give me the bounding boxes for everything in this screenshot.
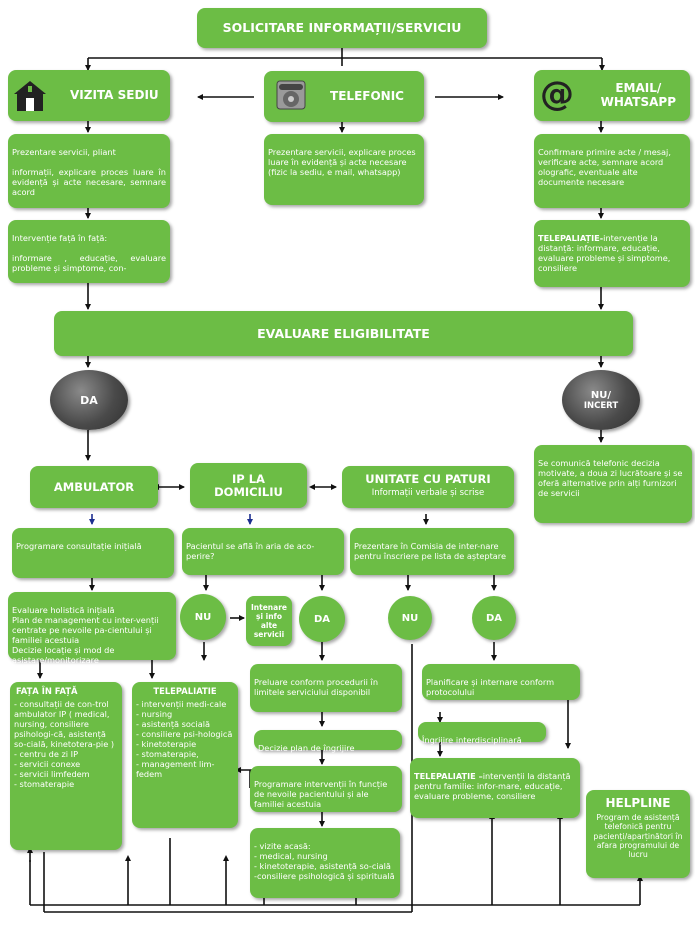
unit-no-label: NU [401, 612, 419, 624]
other-services-info-text: Intenare și info alte servicii [251, 603, 287, 639]
telephone-icon [276, 80, 306, 110]
home-visits-text: - vizite acasă: - medical, nursing - kin… [254, 841, 395, 881]
intake-procedure-text: Preluare conform procedurii în limitele … [254, 677, 379, 697]
initial-consultation-text: Programare consultație inițială [16, 541, 142, 551]
admission-commission-box: Prezentare în Comisia de inter-nare pent… [350, 528, 514, 575]
email-confirmation-box: Confirmare primire acte / mesaj, verific… [534, 134, 690, 208]
ambulatory-title: AMBULATOR [53, 479, 135, 494]
home-visits-box: - vizite acasă: - medical, nursing - kin… [250, 828, 400, 898]
unit-telepaliatie-text: intervenții la distanță pentru familie: … [414, 771, 571, 801]
eligibility-title: EVALUARE ELIGIBILITATE [257, 325, 430, 341]
intake-procedure-box: Preluare conform procedurii în limitele … [250, 664, 402, 712]
home-yes-circle: DA [299, 596, 345, 642]
inpatient-unit-box: UNITATE CU PATURI Informații verbale și … [342, 466, 514, 508]
visit-office-title: VIZITA SEDIU [70, 87, 159, 102]
inpatient-unit-title: UNITATE CU PATURI [365, 472, 491, 486]
ambulatory-telepaliatie-box: TELEPALIATIE - intervenții medi-cale - n… [132, 682, 238, 828]
phone-presentation-box: Prezentare servicii, explicare proces lu… [264, 134, 424, 205]
phone-presentation-text: Prezentare servicii, explicare proces lu… [268, 147, 416, 177]
home-care-box: IP LA DOMICILIU [190, 463, 307, 508]
coverage-area-box: Pacientul se află în aria de aco-perire? [182, 528, 344, 575]
request-info-service-box: SOLICITARE INFORMAȚII/SERVICIU [197, 8, 487, 48]
admission-planning-text: Planificare și internare conform protoco… [426, 677, 555, 697]
admission-planning-box: Planificare și internare conform protoco… [422, 664, 580, 700]
ambulatory-box: AMBULATOR [30, 466, 158, 508]
home-care-title: IP LA DOMICILIU [214, 471, 283, 499]
visit-face-to-face-text: Intervenție față în față: informare , ed… [12, 233, 166, 273]
email-whatsapp-title: EMAIL/ WHATSAPP [600, 81, 676, 109]
care-plan-decision-text: Decizie plan de îngrijire [258, 743, 355, 753]
interventions-scheduling-box: Programare intervenții în funcție de nev… [250, 766, 402, 812]
unit-yes-label: DA [485, 612, 503, 624]
other-services-info-box: Intenare și info alte servicii [246, 596, 292, 646]
at-sign-icon: @ [540, 74, 574, 114]
home-no-circle: NU [180, 594, 226, 640]
unit-telepaliatie-box: TELEPALIAȚIE –intervenții la distanță pe… [410, 758, 580, 818]
helpline-title: HELPLINE [605, 796, 671, 810]
email-telepaliatie-box: TELEPALIAȚIE-intervenție la distanță: in… [534, 220, 690, 287]
unit-telepaliatie-label: TELEPALIAȚIE – [414, 771, 483, 781]
email-telepaliatie-label: TELEPALIAȚIE- [538, 233, 604, 243]
no-uncertain-info-box: Se comunică telefonic decizia motivate, … [534, 445, 692, 523]
visit-face-to-face-box: Intervenție față în față: informare , ed… [8, 220, 170, 283]
eligible-yes-label: DA [80, 393, 98, 407]
ambulatory-telepaliatie-text: - intervenții medi-cale - nursing - asis… [136, 699, 233, 779]
interdisciplinary-care-text: Îngrijire interdisciplinară [422, 735, 522, 745]
request-title: SOLICITARE INFORMAȚII/SERVICIU [222, 20, 462, 36]
face-to-face-box: FAȚA ÎN FAȚĂ - consultații de con-trol a… [10, 682, 122, 850]
face-to-face-title: FAȚA ÎN FAȚĂ [16, 686, 78, 696]
no-label: NU/ [590, 389, 612, 401]
home-yes-label: DA [313, 613, 331, 625]
holistic-evaluation-text: Evaluare holistică inițială Plan de mana… [12, 605, 159, 665]
eligible-yes-circle: DA [50, 370, 128, 430]
telephone-title: TELEFONIC [330, 88, 404, 103]
face-to-face-text: - consultații de con-trol ambulator IP (… [14, 699, 115, 789]
coverage-area-text: Pacientul se află în aria de aco-perire? [186, 541, 315, 561]
no-uncertain-text: Se comunică telefonic decizia motivate, … [538, 458, 683, 498]
email-telepaliatie-text: intervenție la distanță: informare, educ… [538, 233, 671, 273]
building-icon [14, 81, 46, 111]
visit-presentation-box: Prezentare servicii, pliant informații, … [8, 134, 170, 208]
email-confirmation-text: Confirmare primire acte / mesaj, verific… [538, 147, 671, 187]
holistic-evaluation-box: Evaluare holistică inițială Plan de mana… [8, 592, 176, 665]
unit-yes-circle: DA [472, 596, 516, 640]
admission-commission-text: Prezentare în Comisia de inter-nare pent… [354, 541, 507, 561]
inpatient-unit-subtitle: Informații verbale și scrise [371, 488, 485, 498]
interdisciplinary-care-box: Îngrijire interdisciplinară [418, 722, 546, 745]
initial-consultation-box: Programare consultație inițială [12, 528, 174, 578]
visit-presentation-text: Prezentare servicii, pliant informații, … [12, 147, 166, 197]
uncertain-label: INCERT [583, 400, 619, 411]
home-no-label: NU [194, 611, 212, 623]
email-whatsapp-box: EMAIL/ WHATSAPP [534, 70, 690, 121]
interventions-scheduling-text: Programare intervenții în funcție de nev… [254, 779, 388, 809]
care-plan-decision-box: Decizie plan de îngrijire [254, 730, 402, 753]
helpline-text: Program de asistență telefonică pentru p… [593, 813, 683, 860]
helpline-box: HELPLINE Program de asistență telefonică… [586, 790, 690, 878]
ambulatory-telepaliatie-title: TELEPALIATIE [153, 686, 217, 696]
eligibility-evaluation-box: EVALUARE ELIGIBILITATE [54, 311, 633, 356]
unit-no-circle: NU [388, 596, 432, 640]
eligible-no-uncertain-circle: NU/ INCERT [562, 370, 640, 430]
